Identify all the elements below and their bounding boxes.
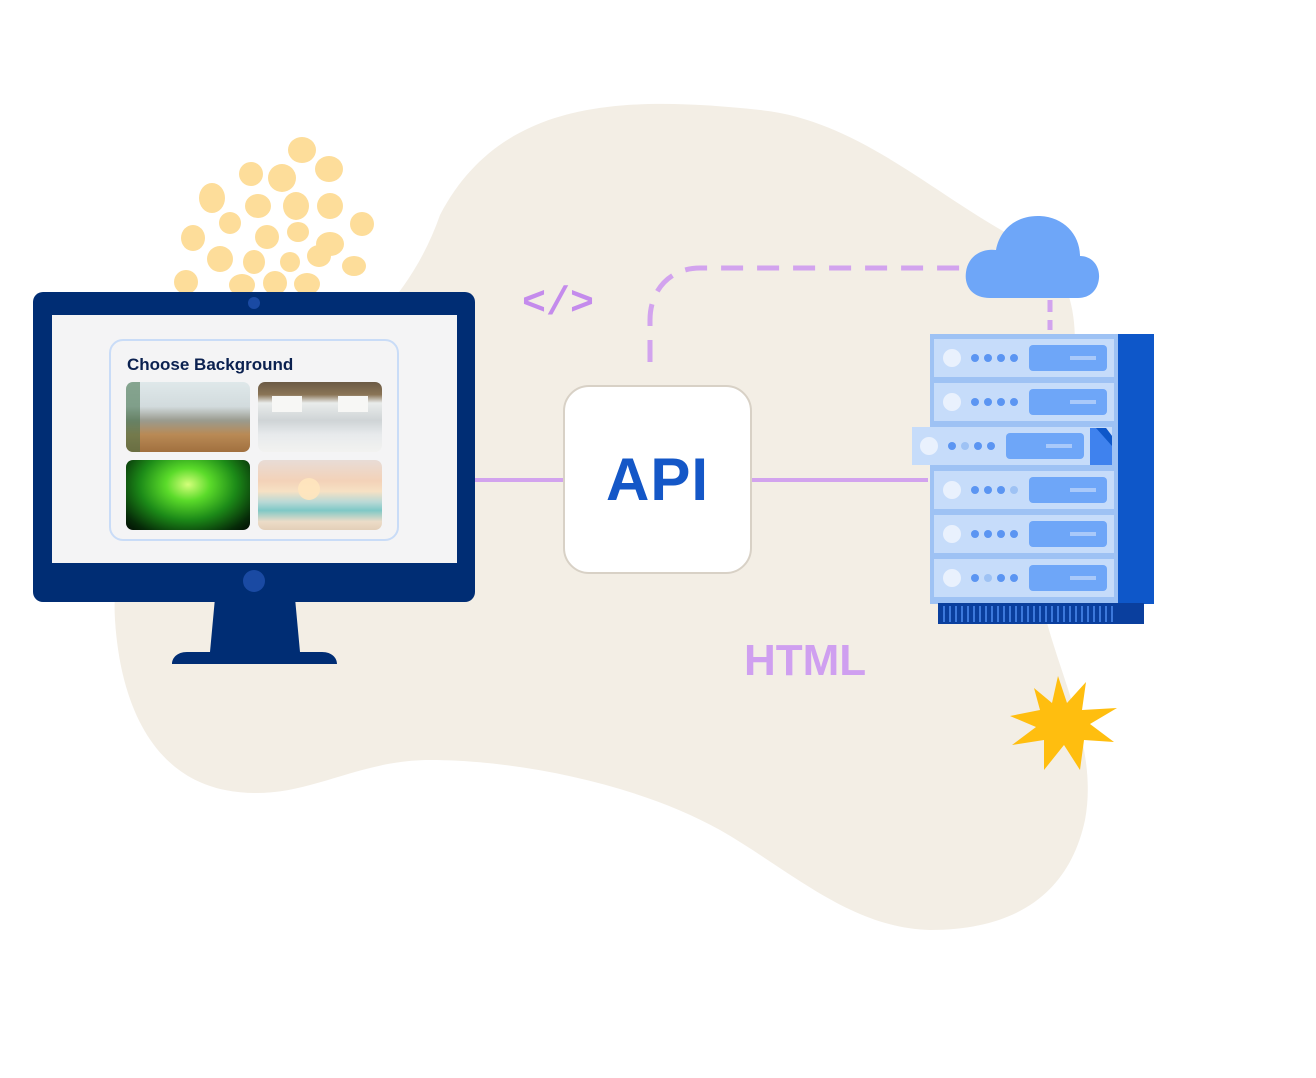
server-rack	[912, 334, 1154, 624]
dots-decoration	[174, 137, 374, 296]
server-unit	[934, 339, 1114, 377]
server-unit	[934, 559, 1114, 597]
html-label: HTML	[744, 636, 867, 685]
panel-title: Choose Background	[127, 355, 294, 374]
server-unit-ejected	[912, 427, 1112, 465]
background-option-beach[interactable]	[258, 460, 382, 530]
server-unit	[934, 471, 1114, 509]
cloud-icon	[965, 215, 1100, 298]
background-option-concert[interactable]	[126, 460, 250, 530]
power-button-icon	[243, 570, 265, 592]
background-option-office[interactable]	[126, 382, 250, 452]
api-label: API	[605, 446, 710, 513]
starburst-icon	[1010, 676, 1117, 770]
api-node: API	[563, 385, 752, 574]
connector-api-cloud	[647, 265, 965, 362]
server-unit	[934, 383, 1114, 421]
monitor-stand	[172, 598, 337, 664]
code-symbol: </>	[522, 282, 595, 327]
background-option-conference-room[interactable]	[258, 382, 382, 452]
webcam-icon	[248, 297, 260, 309]
server-unit	[934, 515, 1114, 553]
background-picker-panel: Choose Background	[109, 339, 399, 541]
